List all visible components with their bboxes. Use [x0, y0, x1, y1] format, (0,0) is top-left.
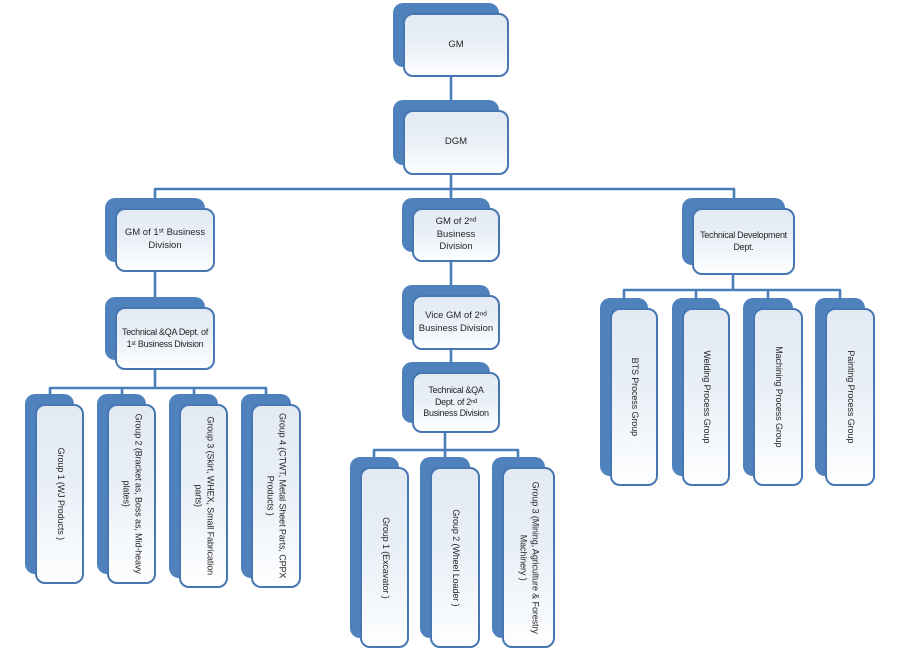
node-label: Group 1 (Excavator )	[380, 516, 391, 599]
node-body: Group 2 (Wheel Loader )	[430, 467, 480, 648]
node-body: DGM	[403, 110, 509, 175]
node-label: Machining Process Group	[773, 346, 784, 448]
node-div2-head: GM of 2ⁿᵈ Business Division	[402, 198, 500, 262]
node-label: Painting Process Group	[845, 350, 856, 444]
node-div2-group1: Group 1 (Excavator )	[350, 457, 409, 648]
node-dgm: DGM	[393, 100, 509, 175]
node-body: Group 3 (Mining, Agriculture & Forestry …	[502, 467, 555, 648]
node-body: Group 2 (Bracket as, Boss as, Mid-heavy …	[107, 404, 156, 584]
node-label: Group 2 (Wheel Loader )	[450, 508, 461, 607]
node-body: Technical Development Dept.	[692, 208, 795, 275]
node-body: GM of 1ˢᵗ Business Division	[115, 208, 215, 272]
node-body: GM of 2ⁿᵈ Business Division	[412, 208, 500, 262]
node-label: Technical &QA Dept. of 1ˢᵗ Business Divi…	[122, 326, 208, 349]
node-body: Group 4 (CTWT, Metal Sheet Parts, CPPX P…	[251, 404, 301, 588]
connector-div1-rail	[48, 386, 268, 402]
node-label: Welding Process Group	[701, 350, 712, 444]
node-div1-group3: Group 3 (Skirt, WHEX, Small Fabrication …	[169, 394, 228, 588]
node-div1-dept: Technical &QA Dept. of 1ˢᵗ Business Divi…	[105, 297, 215, 370]
node-body: Painting Process Group	[825, 308, 875, 486]
node-label: BTS Process Group	[629, 357, 640, 437]
node-body: Welding Process Group	[682, 308, 730, 486]
node-label: GM	[448, 38, 464, 50]
node-body: Group 1 (WJ Products )	[35, 404, 84, 584]
node-div2-group3: Group 3 (Mining, Agriculture & Forestry …	[492, 457, 555, 648]
node-label: Group 3 (Skirt, WHEX, Small Fabrication …	[193, 416, 216, 576]
connector-techdev-rail	[622, 288, 842, 304]
node-div2-dept: Technical &QA Dept. of 2ⁿᵈ Business Divi…	[402, 362, 500, 433]
node-body: Technical &QA Dept. of 2ⁿᵈ Business Divi…	[412, 372, 500, 433]
node-label: Technical &QA Dept. of 2ⁿᵈ Business Divi…	[423, 384, 489, 419]
node-body: Group 3 (Skirt, WHEX, Small Fabrication …	[179, 404, 228, 588]
node-div1-group4: Group 4 (CTWT, Metal Sheet Parts, CPPX P…	[241, 394, 301, 588]
node-techdev-head: Technical Development Dept.	[682, 198, 795, 275]
node-body: BTS Process Group	[610, 308, 658, 486]
node-label: Group 4 (CTWT, Metal Sheet Parts, CPPX P…	[266, 413, 288, 579]
node-div2-vice: Vice GM of 2ⁿᵈ Business Division	[402, 285, 500, 350]
node-label: Group 2 (Bracket as, Boss as, Mid-heavy …	[121, 413, 144, 575]
node-div1-group1: Group 1 (WJ Products )	[25, 394, 84, 584]
node-label: Technical Development Dept.	[700, 229, 787, 252]
node-body: Group 1 (Excavator )	[360, 467, 409, 648]
node-label: GM of 2ⁿᵈ Business Division	[435, 216, 477, 253]
node-label: Group 1 (WJ Products )	[55, 447, 66, 541]
node-gm: GM	[393, 3, 509, 77]
node-techdev-group1: BTS Process Group	[600, 298, 658, 486]
node-techdev-group2: Welding Process Group	[672, 298, 730, 486]
node-label: Vice GM of 2ⁿᵈ Business Division	[418, 309, 494, 334]
node-label: GM of 1ˢᵗ Business Division	[124, 227, 206, 251]
node-div1-group2: Group 2 (Bracket as, Boss as, Mid-heavy …	[97, 394, 156, 584]
node-div1-head: GM of 1ˢᵗ Business Division	[105, 198, 215, 272]
node-techdev-group4: Painting Process Group	[815, 298, 875, 486]
node-div2-group2: Group 2 (Wheel Loader )	[420, 457, 480, 648]
node-label: DGM	[444, 136, 468, 148]
node-body: Vice GM of 2ⁿᵈ Business Division	[412, 295, 500, 350]
node-label: Group 3 (Mining, Agriculture & Forestry …	[518, 481, 541, 634]
node-body: Technical &QA Dept. of 1ˢᵗ Business Divi…	[115, 307, 215, 370]
node-body: GM	[403, 13, 509, 77]
node-body: Machining Process Group	[753, 308, 803, 486]
node-techdev-group3: Machining Process Group	[743, 298, 803, 486]
